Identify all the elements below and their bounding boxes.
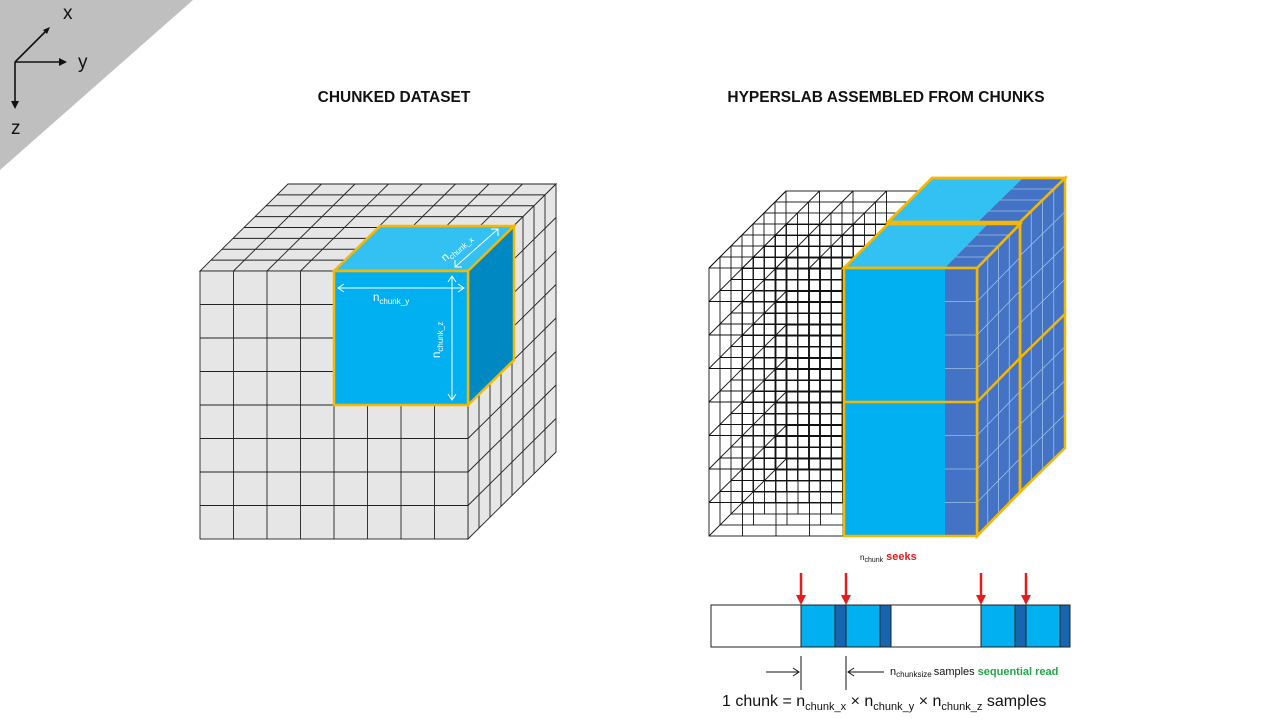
storage-bar (710, 604, 1071, 648)
seek-arrow (841, 573, 851, 605)
left-title: CHUNKED DATASET (318, 89, 471, 106)
storage-segment-chunk-end (1014, 604, 1027, 648)
chunk-front-face (332, 269, 470, 407)
axis-y-label: y (78, 52, 88, 73)
storage-segment-chunk (845, 604, 881, 648)
storage-segment-chunk-end (834, 604, 847, 648)
seek-arrows (796, 573, 1031, 605)
chunk-y-label: nchunk_y (373, 292, 409, 306)
axis-z-label: z (11, 118, 21, 139)
chunk-dimension-arrows (337, 228, 499, 401)
seek-arrow (1021, 573, 1031, 605)
side-chunk-split-back (1019, 313, 1066, 359)
chunk-formula: 1 chunk = nchunk_x × nchunk_y × nchunk_z… (722, 693, 1046, 713)
axis-x-arrowhead (43, 27, 50, 34)
storage-segment-chunk (800, 604, 836, 648)
chunk-z-label: nchunk_z (431, 322, 445, 358)
axis-indicator (14, 29, 62, 103)
storage-segment-chunk-end (1059, 604, 1071, 648)
storage-segment-chunk-end (879, 604, 892, 648)
axis-z-arrowhead (11, 101, 19, 109)
highlighted-chunk (330, 223, 518, 408)
right-title: HYPERSLAB ASSEMBLED FROM CHUNKS (727, 89, 1044, 106)
seek-arrow (976, 573, 986, 605)
axis-x-label: x (63, 3, 73, 24)
seek-arrow (796, 573, 806, 605)
hyperslab (840, 175, 1069, 540)
storage-segment-chunk (980, 604, 1016, 648)
side-chunk-split-front (976, 357, 1021, 403)
sequential-dimension (766, 656, 884, 690)
storage-segment-chunk (1025, 604, 1061, 648)
corner-triangle (0, 0, 193, 170)
axis-y-arrowhead (59, 58, 67, 66)
